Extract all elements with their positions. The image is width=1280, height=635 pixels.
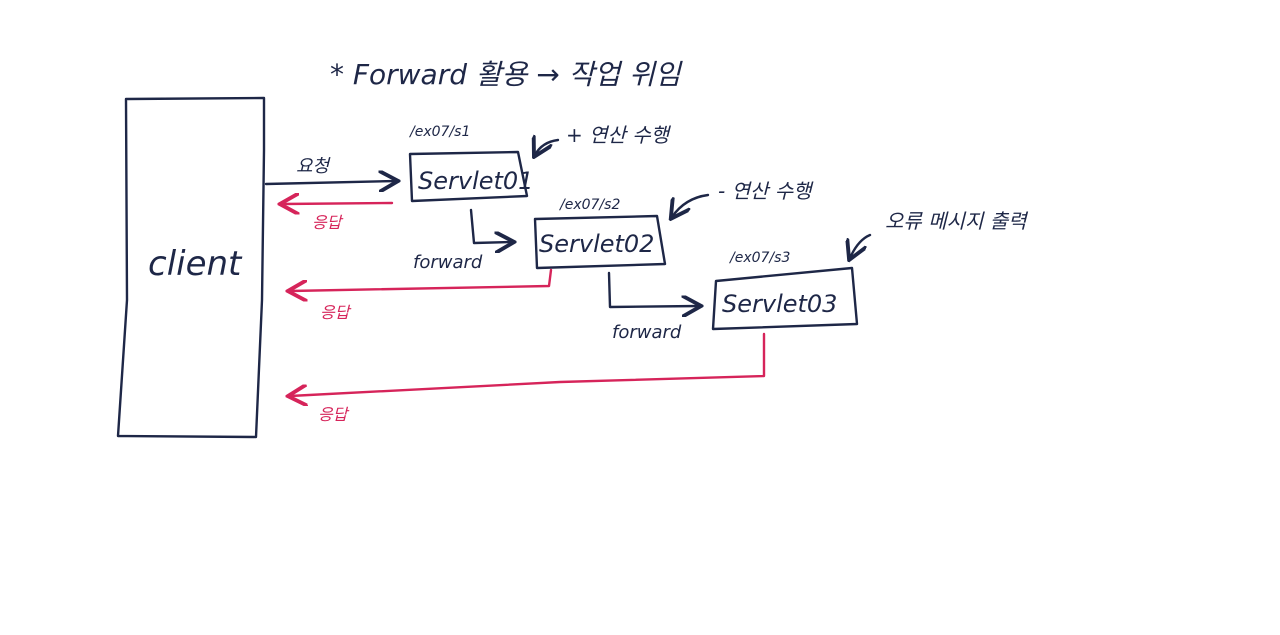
response-edge-3: 응답 (290, 332, 766, 424)
forward-edge-2: forward (607, 271, 699, 343)
diagram-title: * Forward 활용 → 작업 위임 (330, 58, 683, 91)
forward-label-1: forward (413, 252, 483, 273)
response-edge-1: 응답 (282, 203, 394, 232)
servlet02-box (533, 214, 667, 270)
servlet03-note: 오류 메시지 출력 (885, 209, 1029, 233)
servlet01-box (408, 150, 529, 203)
response-arrow-2 (290, 268, 553, 291)
servlet01-note-arrow (535, 140, 560, 155)
client-box (116, 96, 266, 439)
servlet02-note-arrow (672, 193, 710, 217)
forward-arrow-1 (469, 208, 512, 243)
servlet03-label: Servlet03 (722, 290, 837, 318)
response-label-2: 응답 (320, 303, 352, 322)
servlet03-box (711, 266, 859, 331)
request-arrow (264, 181, 396, 184)
servlet02-url: /ex07/s2 (558, 197, 620, 213)
response-arrow-3 (290, 332, 766, 396)
servlet02-note: - 연산 수행 (718, 179, 814, 203)
request-edge: 요청 (264, 156, 396, 184)
servlet02-node: /ex07/s2 Servlet02 - 연산 수행 (533, 179, 814, 270)
forward-label-2: forward (612, 322, 682, 343)
response-label-1: 응답 (312, 213, 344, 232)
client-node: client (116, 96, 266, 439)
servlet01-note: + 연산 수행 (566, 123, 672, 147)
response-arrow-1 (282, 203, 394, 204)
response-label-3: 응답 (318, 405, 350, 424)
client-label: client (148, 244, 243, 284)
servlet03-note-arrow (850, 233, 872, 258)
servlet01-node: /ex07/s1 Servlet01 + 연산 수행 (408, 123, 672, 203)
forward-edge-1: forward (413, 208, 512, 273)
servlet01-label: Servlet01 (418, 167, 533, 195)
forward-arrow-2 (607, 271, 699, 307)
response-edge-2: 응답 (290, 268, 553, 322)
servlet02-label: Servlet02 (539, 230, 654, 258)
request-label: 요청 (296, 156, 332, 177)
servlet03-node: /ex07/s3 Servlet03 오류 메시지 출력 (711, 209, 1029, 331)
servlet03-url: /ex07/s3 (728, 250, 790, 266)
servlet01-url: /ex07/s1 (408, 124, 470, 140)
